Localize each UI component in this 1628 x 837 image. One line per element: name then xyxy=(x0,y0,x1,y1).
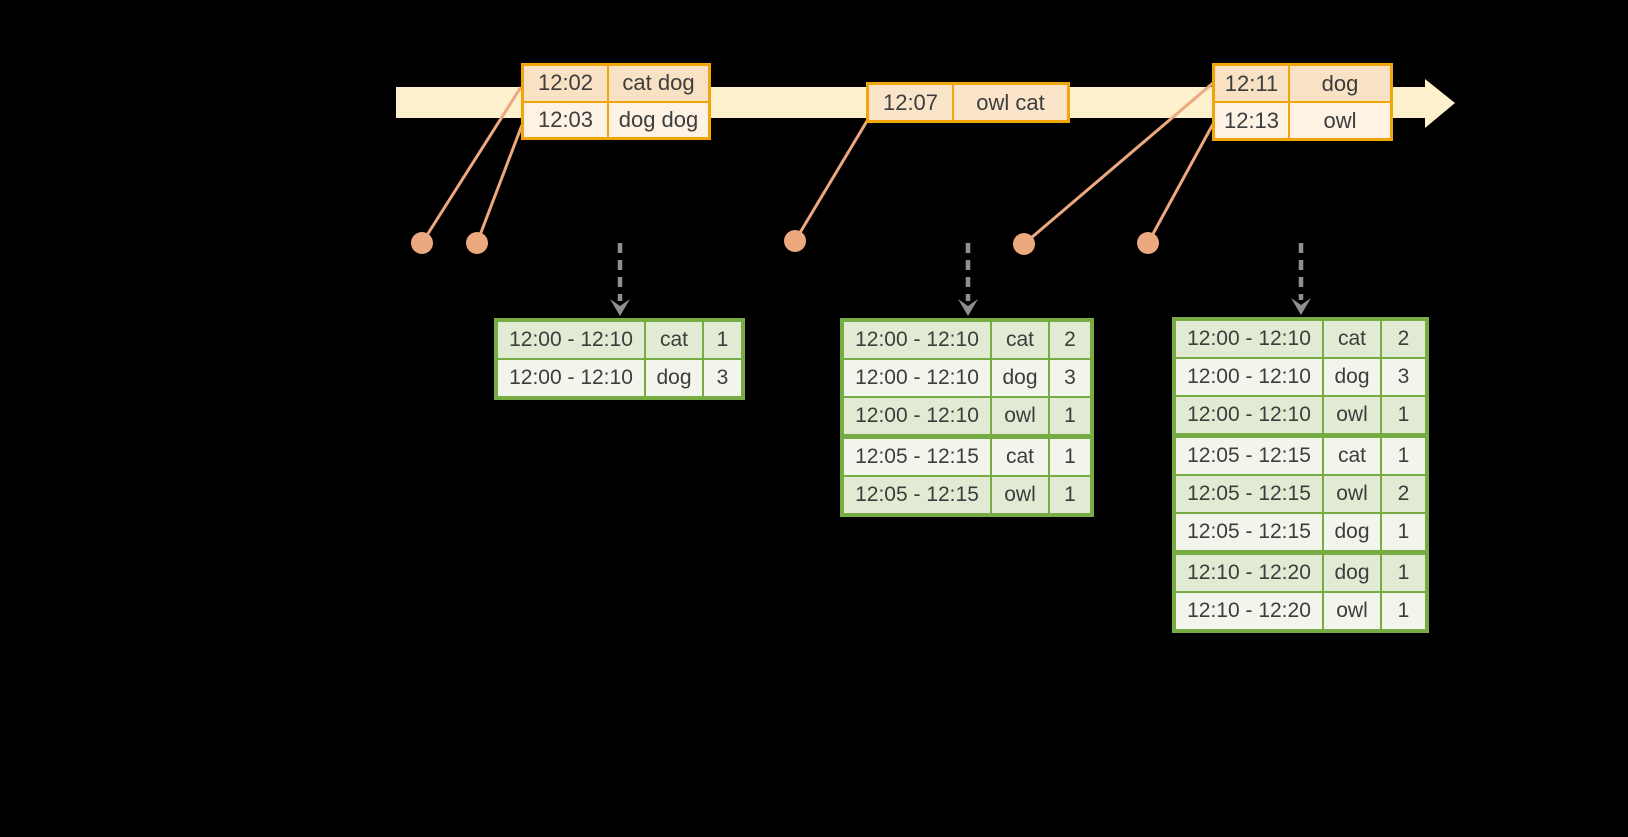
event-time: 12:11 xyxy=(1215,66,1288,101)
event-words: dog dog xyxy=(609,102,708,137)
window-cell: 12:00 - 12:10 xyxy=(498,360,644,396)
window-cell: 12:05 - 12:15 xyxy=(844,439,990,475)
event-dot-icon xyxy=(466,232,488,254)
table-row: 12:00 - 12:10 dog 3 xyxy=(1176,359,1425,395)
word-cell: owl xyxy=(992,398,1048,434)
word-cell: dog xyxy=(1324,555,1380,591)
event-box-3: 12:11 dog 12:13 owl xyxy=(1212,63,1393,141)
connector-line xyxy=(1023,81,1214,246)
window-cell: 12:00 - 12:10 xyxy=(1176,359,1322,395)
count-cell: 1 xyxy=(1050,477,1090,513)
event-dot-icon xyxy=(411,232,433,254)
table-row: 12:05 - 12:15 owl 2 xyxy=(1176,476,1425,512)
event-row: 12:03 dog dog xyxy=(524,102,708,137)
window-cell: 12:10 - 12:20 xyxy=(1176,593,1322,629)
count-cell: 1 xyxy=(1382,438,1425,474)
result-table-2: 12:00 - 12:10 cat 2 12:00 - 12:10 dog 3 … xyxy=(840,318,1094,517)
table-row: 12:00 - 12:10 dog 3 xyxy=(498,360,741,396)
window-cell: 12:05 - 12:15 xyxy=(1176,476,1322,512)
connector-line xyxy=(475,124,524,244)
timeline-arrowhead-icon xyxy=(1425,79,1455,128)
window-cell: 12:00 - 12:10 xyxy=(844,322,990,358)
count-cell: 1 xyxy=(1382,593,1425,629)
event-words: owl xyxy=(1290,103,1390,138)
count-cell: 1 xyxy=(1050,398,1090,434)
word-cell: owl xyxy=(1324,476,1380,512)
count-cell: 1 xyxy=(1382,555,1425,591)
window-cell: 12:05 - 12:15 xyxy=(844,477,990,513)
word-cell: owl xyxy=(1324,397,1380,433)
word-cell: owl xyxy=(1324,593,1380,629)
trigger-arrow-head-icon xyxy=(958,299,978,316)
count-cell: 1 xyxy=(1050,439,1090,475)
connector-line xyxy=(793,120,869,242)
event-time: 12:07 xyxy=(869,85,952,120)
count-cell: 2 xyxy=(1382,321,1425,357)
table-row: 12:05 - 12:15 dog 1 xyxy=(1176,514,1425,550)
table-row: 12:10 - 12:20 owl 1 xyxy=(1176,593,1425,629)
word-cell: cat xyxy=(1324,321,1380,357)
count-cell: 3 xyxy=(1050,360,1090,396)
event-row: 12:07 owl cat xyxy=(869,85,1067,120)
table-row: 12:05 - 12:15 cat 1 xyxy=(1176,438,1425,474)
trigger-arrow-head-icon xyxy=(1291,298,1311,315)
event-row: 12:02 cat dog xyxy=(524,66,708,101)
trigger-arrow-head-icon xyxy=(610,299,630,316)
word-cell: cat xyxy=(1324,438,1380,474)
table-row: 12:00 - 12:10 owl 1 xyxy=(1176,397,1425,433)
count-cell: 2 xyxy=(1382,476,1425,512)
event-dot-icon xyxy=(784,230,806,252)
word-cell: cat xyxy=(992,439,1048,475)
window-cell: 12:00 - 12:10 xyxy=(1176,321,1322,357)
table-row: 12:00 - 12:10 cat 2 xyxy=(844,322,1090,358)
window-cell: 12:05 - 12:15 xyxy=(1176,438,1322,474)
count-cell: 3 xyxy=(704,360,741,396)
word-cell: dog xyxy=(992,360,1048,396)
word-cell: owl xyxy=(992,477,1048,513)
word-cell: cat xyxy=(646,322,702,358)
table-row: 12:05 - 12:15 cat 1 xyxy=(844,439,1090,475)
event-time: 12:13 xyxy=(1215,103,1288,138)
event-words: cat dog xyxy=(609,66,708,101)
event-time: 12:02 xyxy=(524,66,607,101)
event-words: dog xyxy=(1290,66,1390,101)
count-cell: 3 xyxy=(1382,359,1425,395)
word-cell: dog xyxy=(646,360,702,396)
window-cell: 12:10 - 12:20 xyxy=(1176,555,1322,591)
result-table-3: 12:00 - 12:10 cat 2 12:00 - 12:10 dog 3 … xyxy=(1172,317,1429,633)
event-row: 12:13 owl xyxy=(1215,103,1390,138)
result-table-1: 12:00 - 12:10 cat 1 12:00 - 12:10 dog 3 xyxy=(494,318,745,400)
table-row: 12:00 - 12:10 cat 2 xyxy=(1176,321,1425,357)
word-cell: dog xyxy=(1324,514,1380,550)
event-words: owl cat xyxy=(954,85,1067,120)
event-box-2: 12:07 owl cat xyxy=(866,82,1070,123)
count-cell: 2 xyxy=(1050,322,1090,358)
word-cell: dog xyxy=(1324,359,1380,395)
event-row: 12:11 dog xyxy=(1215,66,1390,101)
table-row: 12:00 - 12:10 cat 1 xyxy=(498,322,741,358)
event-time: 12:03 xyxy=(524,102,607,137)
window-cell: 12:00 - 12:10 xyxy=(844,398,990,434)
connector-line xyxy=(420,86,523,244)
word-cell: cat xyxy=(992,322,1048,358)
table-row: 12:00 - 12:10 owl 1 xyxy=(844,398,1090,434)
window-cell: 12:05 - 12:15 xyxy=(1176,514,1322,550)
table-row: 12:10 - 12:20 dog 1 xyxy=(1176,555,1425,591)
connector-line xyxy=(1146,123,1215,244)
count-cell: 1 xyxy=(704,322,741,358)
event-box-1: 12:02 cat dog 12:03 dog dog xyxy=(521,63,711,140)
event-dot-icon xyxy=(1137,232,1159,254)
count-cell: 1 xyxy=(1382,397,1425,433)
window-cell: 12:00 - 12:10 xyxy=(498,322,644,358)
window-cell: 12:00 - 12:10 xyxy=(1176,397,1322,433)
table-row: 12:05 - 12:15 owl 1 xyxy=(844,477,1090,513)
table-row: 12:00 - 12:10 dog 3 xyxy=(844,360,1090,396)
count-cell: 1 xyxy=(1382,514,1425,550)
event-dot-icon xyxy=(1013,233,1035,255)
window-cell: 12:00 - 12:10 xyxy=(844,360,990,396)
